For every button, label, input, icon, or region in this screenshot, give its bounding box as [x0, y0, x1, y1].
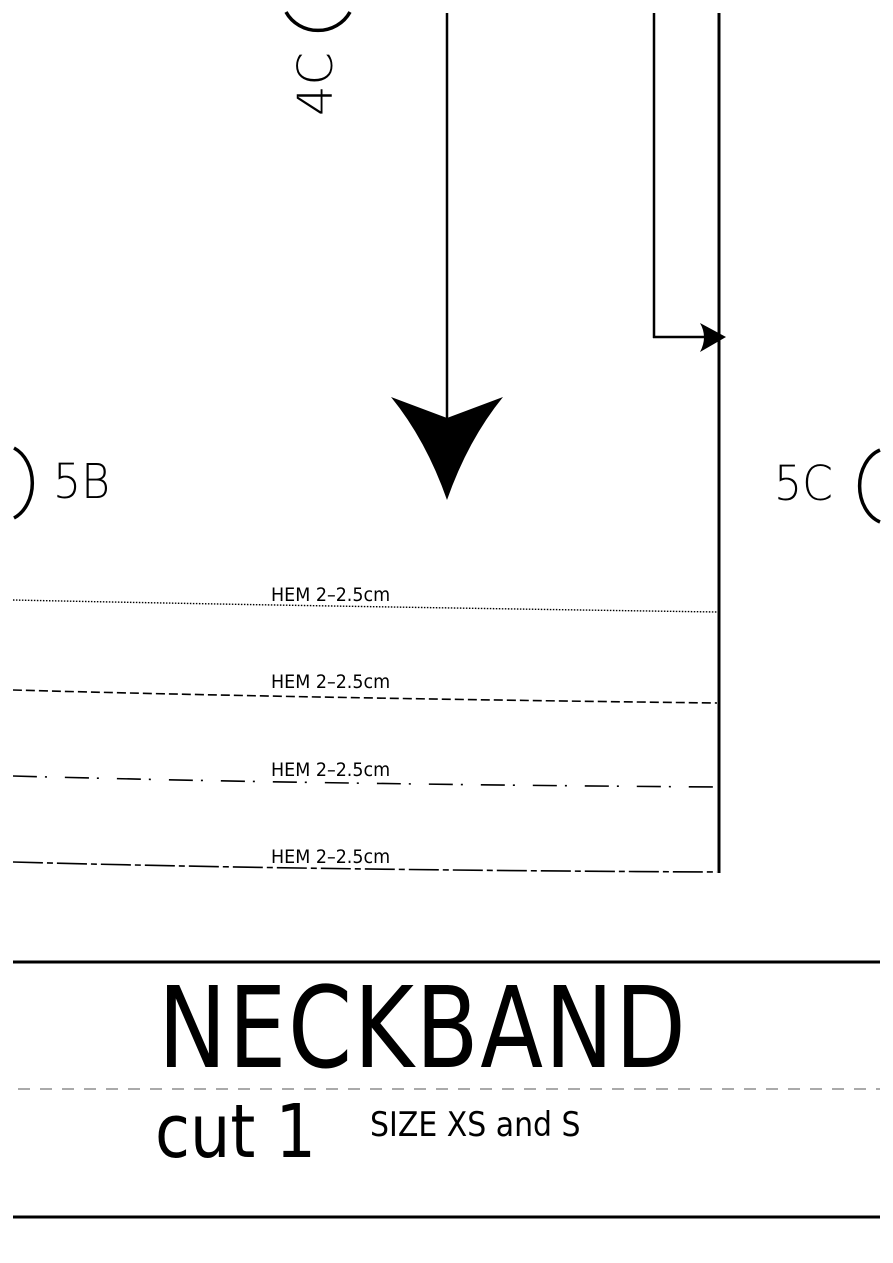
hem-label-3: HEM 2–2.5cm [271, 759, 391, 781]
hem-line-1 [12, 599, 718, 613]
hem-line-3 [12, 775, 718, 788]
notch-4c-label: 4C [288, 51, 344, 116]
hem-label-2: HEM 2–2.5cm [271, 671, 391, 693]
hem-line-2 [12, 689, 718, 704]
cut-count-label: cut 1 [155, 1089, 317, 1175]
notch-5b-arc [13, 446, 35, 520]
hem-line-4 [12, 861, 718, 873]
notch-4c-arc [284, 11, 352, 33]
grainline-arrow [391, 13, 503, 500]
fold-arrow [652, 13, 726, 352]
notch-5b-label: 5B [53, 454, 111, 510]
notch-5c-arc [857, 448, 881, 524]
notch-5c-label: 5C [774, 456, 833, 512]
size-label: SIZE XS and S [370, 1105, 581, 1145]
hem-label-4: HEM 2–2.5cm [271, 846, 391, 868]
hem-label-1: HEM 2–2.5cm [271, 584, 391, 606]
neckband-title: NECKBAND [158, 964, 688, 1094]
